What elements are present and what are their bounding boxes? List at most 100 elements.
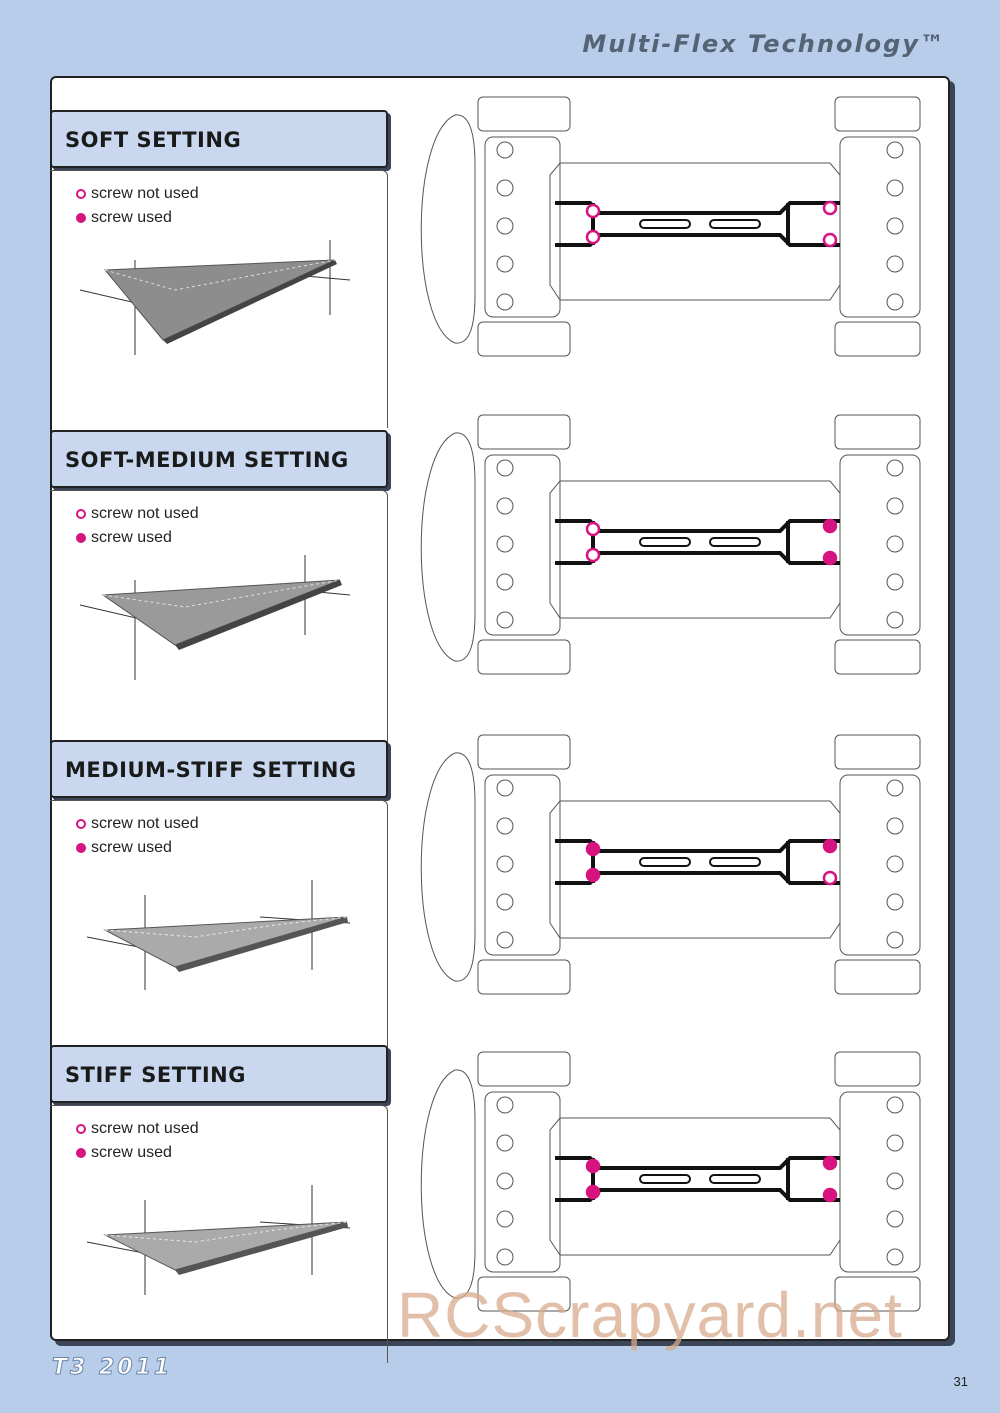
screw-used-marker xyxy=(585,841,601,857)
top-deck-upper xyxy=(555,519,840,533)
page-header-title: Multi-Flex Technology™ xyxy=(582,30,946,58)
flex-diagram-medium-stiff xyxy=(86,880,351,990)
shock-detail xyxy=(496,1096,514,1114)
shock-detail xyxy=(886,497,904,515)
wheel xyxy=(477,959,571,995)
setting-header-soft-medium: SOFT-MEDIUM SETTING xyxy=(50,430,388,488)
legend-not-used: screw not used xyxy=(76,505,199,523)
top-deck-upper xyxy=(555,1156,840,1170)
chassis-plate xyxy=(549,1117,841,1256)
rear-suspension xyxy=(839,136,921,318)
open-circle-icon xyxy=(76,509,86,519)
legend-used: screw used xyxy=(76,529,172,547)
screw-used-marker xyxy=(585,867,601,883)
chassis-plate xyxy=(549,162,841,301)
shock-detail xyxy=(886,893,904,911)
legend-box: screw not used screw used xyxy=(50,170,388,428)
front-bumper xyxy=(420,432,476,662)
screw-used-marker xyxy=(822,1187,838,1203)
wheel xyxy=(834,1276,921,1312)
chassis-diagram-stiff xyxy=(420,1051,921,1312)
wheel xyxy=(834,639,921,675)
legend-used: screw used xyxy=(76,209,172,227)
model-logo: T3 2011 xyxy=(51,1355,173,1381)
shock-detail xyxy=(496,1134,514,1152)
screw-used-marker xyxy=(822,1155,838,1171)
deck-slot xyxy=(639,857,691,867)
wheel xyxy=(477,734,571,770)
shock-detail xyxy=(886,611,904,629)
screw-not-used-marker xyxy=(585,547,601,563)
setting-header-medium-stiff: MEDIUM-STIFF SETTING xyxy=(50,740,388,798)
chassis-plate xyxy=(549,800,841,939)
wheel xyxy=(477,96,571,132)
open-circle-icon xyxy=(76,1124,86,1134)
legend-used: screw used xyxy=(76,1144,172,1162)
shock-detail xyxy=(496,611,514,629)
shock-detail xyxy=(886,255,904,273)
legend-label: screw not used xyxy=(91,185,199,202)
screw-not-used-marker xyxy=(822,870,838,886)
setting-title: SOFT SETTING xyxy=(65,128,242,152)
shock-detail xyxy=(496,179,514,197)
screw-not-used-marker xyxy=(822,200,838,216)
legend-box: screw not used screw used xyxy=(50,490,388,748)
shock-detail xyxy=(886,179,904,197)
shock-detail xyxy=(886,573,904,591)
front-suspension xyxy=(484,136,561,318)
shock-detail xyxy=(496,497,514,515)
legend-label: screw used xyxy=(91,839,172,856)
rear-suspension xyxy=(839,1091,921,1273)
shock-detail xyxy=(496,817,514,835)
deck-slot xyxy=(709,219,761,229)
wheel xyxy=(834,959,921,995)
legend-label: screw not used xyxy=(91,815,199,832)
shock-detail xyxy=(886,817,904,835)
filled-circle-icon xyxy=(76,1148,86,1158)
wheel xyxy=(834,321,921,357)
shock-detail xyxy=(886,217,904,235)
deck-slot xyxy=(709,1174,761,1184)
shock-detail xyxy=(496,293,514,311)
legend-box: screw not used screw used xyxy=(50,1105,388,1363)
screw-not-used-marker xyxy=(822,232,838,248)
shock-detail xyxy=(496,1210,514,1228)
legend-label: screw used xyxy=(91,1144,172,1161)
setting-title: SOFT-MEDIUM SETTING xyxy=(65,448,349,472)
wheel xyxy=(834,96,921,132)
screw-used-marker xyxy=(822,518,838,534)
flex-diagram-soft xyxy=(79,240,351,355)
shock-detail xyxy=(496,779,514,797)
top-deck xyxy=(555,201,840,247)
setting-header-stiff: STIFF SETTING xyxy=(50,1045,388,1103)
legend-label: screw not used xyxy=(91,505,199,522)
screw-used-marker xyxy=(585,1158,601,1174)
shock-detail xyxy=(886,1172,904,1190)
chassis-diagram-medium-stiff xyxy=(420,734,921,995)
setting-header-soft: SOFT SETTING xyxy=(50,110,388,168)
wheel xyxy=(834,734,921,770)
legend-label: screw used xyxy=(91,529,172,546)
screw-used-marker xyxy=(822,838,838,854)
shock-detail xyxy=(496,217,514,235)
legend-label: screw used xyxy=(91,209,172,226)
shock-detail xyxy=(886,855,904,873)
deck-slot xyxy=(639,537,691,547)
shock-detail xyxy=(886,293,904,311)
shock-detail xyxy=(496,141,514,159)
front-bumper xyxy=(420,1069,476,1299)
legend-not-used: screw not used xyxy=(76,815,199,833)
top-deck-upper xyxy=(555,201,840,215)
shock-detail xyxy=(496,535,514,553)
shock-detail xyxy=(886,931,904,949)
legend-not-used: screw not used xyxy=(76,1120,199,1138)
watermark: RCScrapyard.net xyxy=(397,1279,903,1351)
setting-title: STIFF SETTING xyxy=(65,1063,246,1087)
deck-slot xyxy=(709,857,761,867)
shock-detail xyxy=(496,459,514,477)
open-circle-icon xyxy=(76,189,86,199)
top-deck-upper xyxy=(555,839,840,853)
shock-detail xyxy=(886,459,904,477)
page-number: 31 xyxy=(953,1374,968,1389)
chassis-diagram-soft-medium xyxy=(420,414,921,675)
